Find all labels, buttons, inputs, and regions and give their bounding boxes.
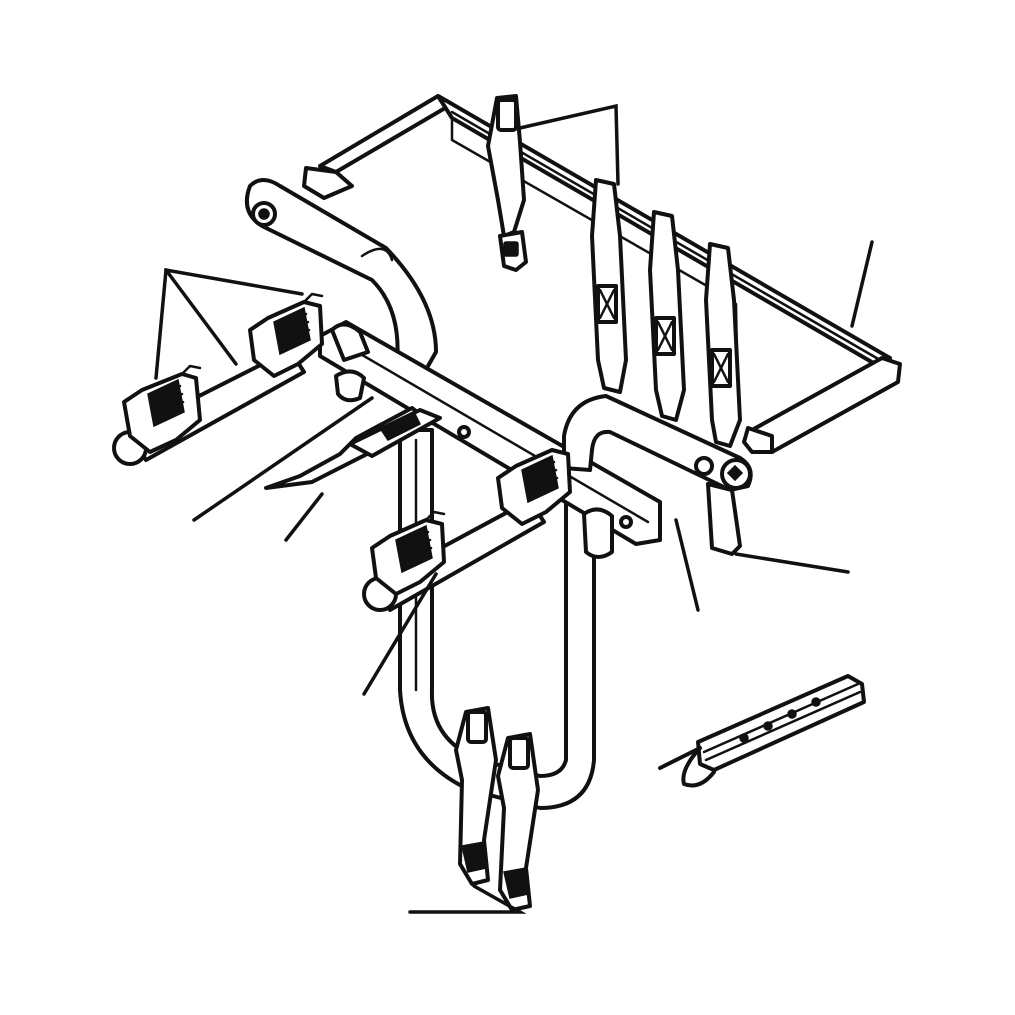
cradle-lower-teeth <box>396 530 433 564</box>
frame-back-endcap <box>302 166 354 200</box>
riser-tube-loop <box>398 428 596 810</box>
leader-lower-cradle <box>362 572 438 696</box>
strap-center-buckle <box>496 98 518 132</box>
accessory-hole-1 <box>739 733 749 743</box>
leader-hub-strap <box>734 552 850 574</box>
accessory-hole-4 <box>811 697 821 707</box>
crossbar-bolt-1 <box>457 425 471 439</box>
hub-knob-bottom <box>582 507 614 559</box>
top-straps-right <box>590 178 742 448</box>
accessory-strap-line-2 <box>704 690 862 762</box>
frame-front-endcap <box>742 426 774 454</box>
top-strap-center <box>486 94 528 272</box>
accessory-hole-2 <box>763 721 773 731</box>
cradle-right <box>496 448 614 559</box>
hub-arm-lower <box>562 394 753 556</box>
foot-pad <box>264 369 442 490</box>
adjustment-strap-accessory <box>658 674 866 788</box>
lower-straps <box>454 706 540 912</box>
strap-right-3-cross <box>712 352 730 384</box>
lower-strap-right <box>496 732 540 912</box>
leader-lines <box>154 103 874 914</box>
crossbar-edge <box>338 340 650 524</box>
lower-strap-left <box>454 706 498 886</box>
crossbar-body <box>318 320 662 546</box>
frame-back-bar <box>318 94 454 174</box>
strap-center-slot <box>503 241 519 257</box>
cradle-upper-outer-teeth <box>148 384 185 418</box>
accessory-strap-loop <box>658 746 716 788</box>
lower-strap-left-buckle <box>466 710 488 744</box>
lower-strap-left-slot <box>461 841 487 873</box>
frame-inner-rail <box>450 116 730 300</box>
cradle-upper-inner-teeth <box>274 312 311 346</box>
hub-arm-lower-strap <box>706 482 742 556</box>
crossbar-clamp-left <box>330 322 370 362</box>
frame-front-bar <box>750 356 902 454</box>
hub-knob-mid <box>334 369 366 403</box>
hub-arm-upper <box>245 178 438 382</box>
hub-arm-lower-bolt <box>694 456 714 476</box>
main-crossbar <box>318 320 662 546</box>
leader-foot-pad <box>284 492 324 542</box>
leader-lower-straps <box>408 884 527 914</box>
accessory-hole-3 <box>787 709 797 719</box>
foot-pad-buckle <box>378 411 422 441</box>
hub-knob-upper-center <box>258 208 270 220</box>
cradle-upper-outer <box>122 364 202 454</box>
hub-arm-upper-joint <box>360 247 394 262</box>
cradle-upper-outer-lever <box>180 364 202 376</box>
leader-hub-knob <box>192 396 374 522</box>
accessory-strap-body <box>696 674 866 772</box>
cradle-upper-inner <box>248 292 324 378</box>
cradle-right-teeth <box>522 460 559 494</box>
cradle-lower <box>370 510 446 596</box>
leader-top-frame <box>850 240 874 328</box>
hub-knob-lower-square <box>726 464 744 482</box>
leader-riser <box>674 518 700 612</box>
strap-right-1-cross <box>598 288 616 320</box>
leader-top-straps <box>518 103 620 186</box>
accessory-strap-line-1 <box>702 682 860 754</box>
strap-right-2-cross <box>656 320 674 352</box>
cradle-upper-inner-lever <box>302 292 324 304</box>
strap-right-3 <box>704 242 742 448</box>
lower-strap-right-buckle <box>508 736 530 770</box>
crossbar-bolt-2 <box>619 515 633 529</box>
lower-strap-right-slot <box>503 867 529 899</box>
leader-upper-cradles-branch <box>164 268 238 366</box>
cradle-lower-lever <box>424 510 446 522</box>
